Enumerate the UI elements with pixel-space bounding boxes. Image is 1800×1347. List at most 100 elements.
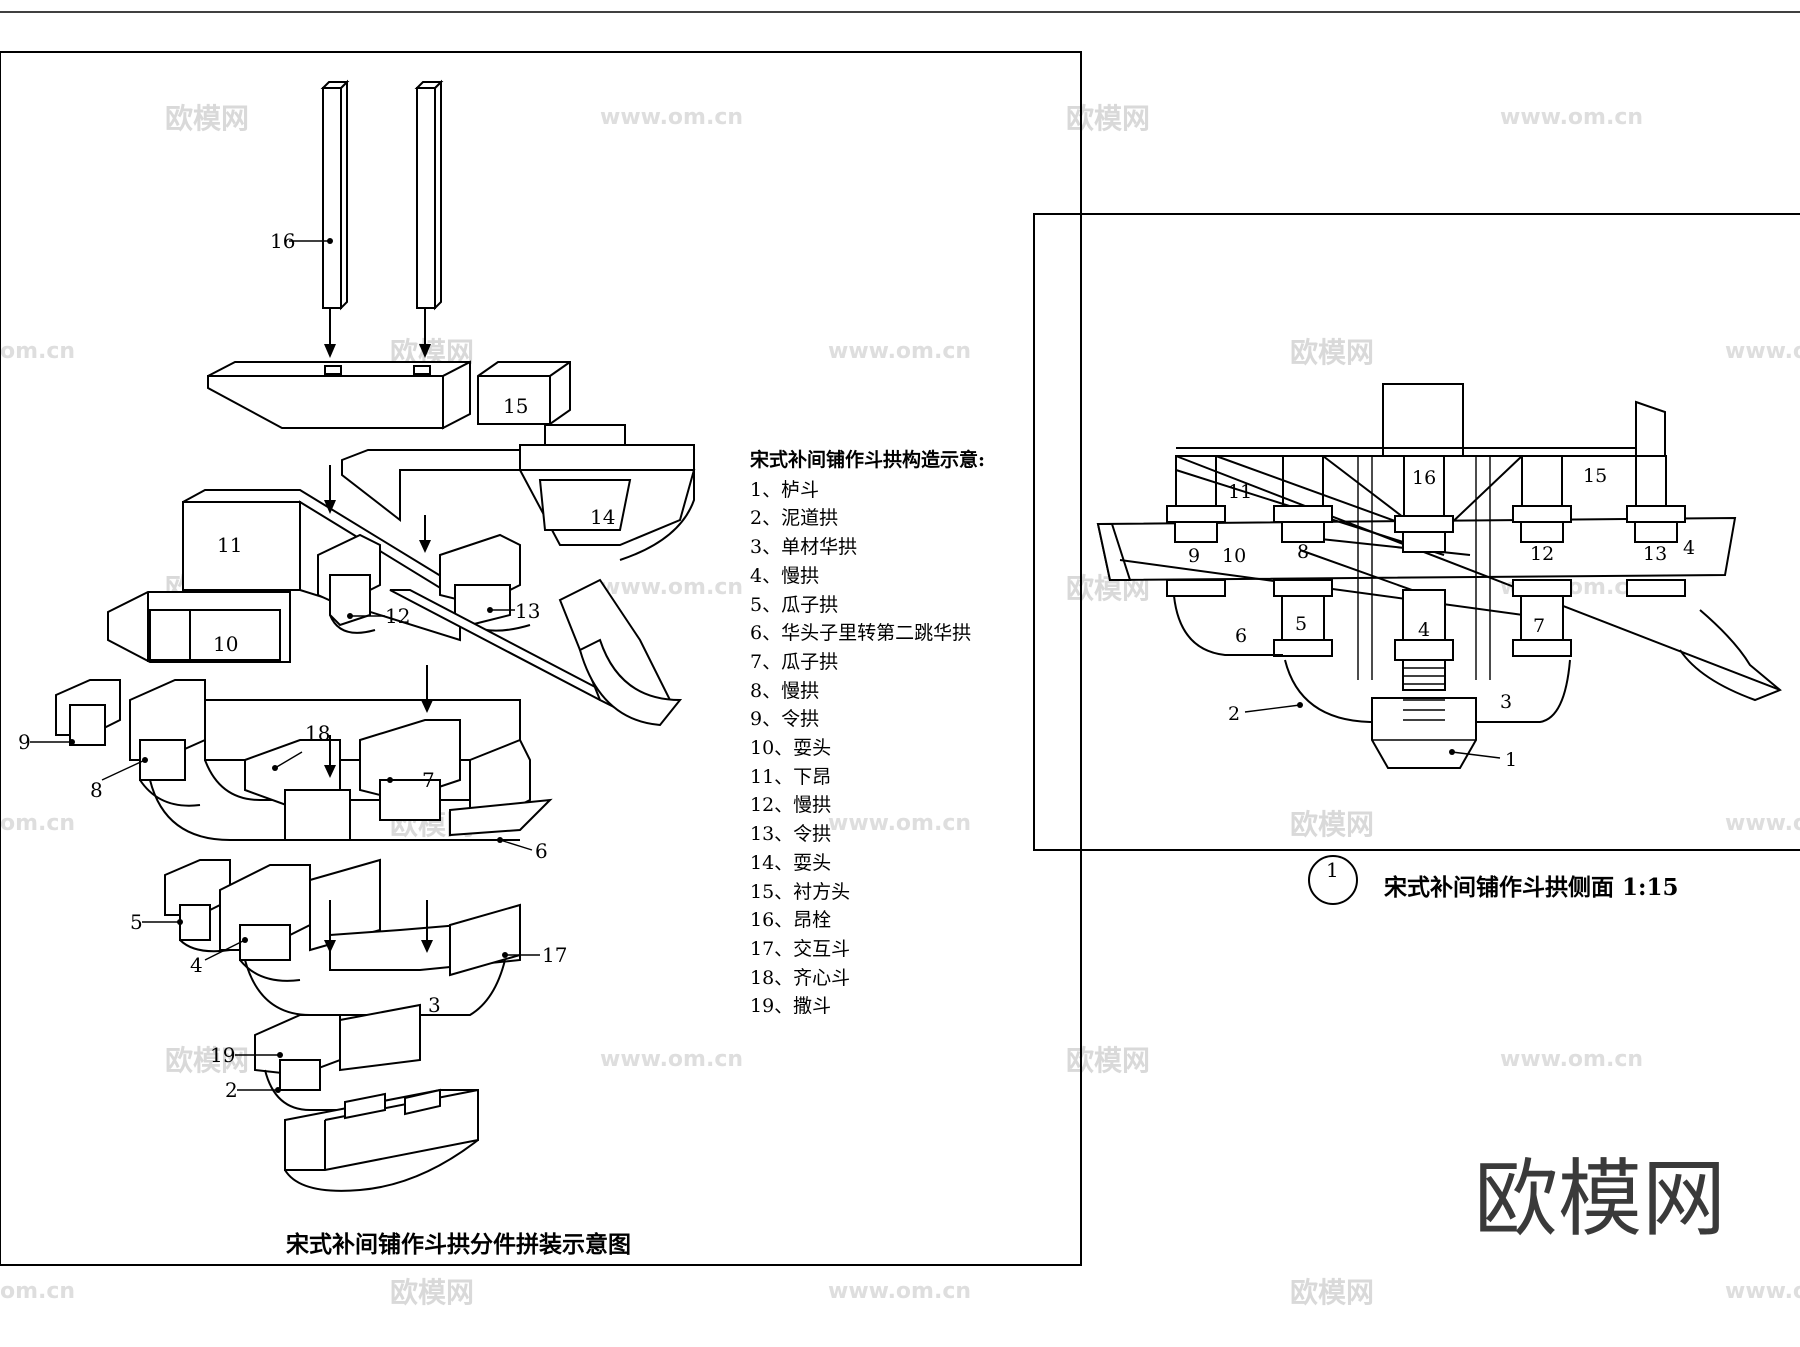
part-13-bracket: [419, 515, 531, 632]
side-callout-1: 1: [1505, 749, 1517, 771]
exploded-frame: [0, 51, 1082, 1266]
exploded-assembly-drawing: 16 15 11 14 12 13 10 9 8 18 7 6 5 4 17 3: [18, 79, 696, 1192]
legend-item: 13、令拱: [750, 823, 832, 846]
side-callout-4a: 4: [1683, 537, 1695, 559]
callout-14: 14: [590, 505, 615, 529]
callout-19: 19: [210, 1043, 235, 1067]
callout-9: 9: [18, 730, 31, 754]
side-title: 宋式补间铺作斗拱侧面 1:15: [1384, 874, 1679, 901]
watermark: 欧模网: [390, 1276, 474, 1309]
watermark: www.om.cn: [828, 811, 971, 836]
brand-logo-text: 欧模网: [1474, 1150, 1726, 1248]
callout-12: 12: [385, 604, 410, 628]
side-callout-9: 9: [1188, 545, 1200, 567]
legend-item: 15、衬方头: [750, 880, 851, 903]
section-marker-number: 1: [1326, 858, 1339, 882]
side-callout-11: 11: [1228, 481, 1252, 503]
watermark: www.om.cn: [1725, 339, 1800, 364]
watermark: 欧模网: [165, 1044, 249, 1077]
watermark: www.om.cn: [1725, 1279, 1800, 1304]
side-callout-10: 10: [1222, 545, 1246, 567]
watermark: om.cn: [0, 811, 75, 836]
side-frame: [1033, 213, 1800, 851]
callout-16: 16: [270, 229, 295, 253]
legend-item: 1、栌斗: [750, 478, 820, 501]
watermark: www.om.cn: [828, 1279, 971, 1304]
part-18-7-level: [149, 665, 553, 841]
legend-item: 5、瓜子拱: [750, 593, 839, 616]
watermark: om.cn: [0, 339, 75, 364]
side-callout-3: 3: [1500, 691, 1512, 713]
watermark: www.om.cn: [1500, 105, 1643, 130]
side-callout-12: 12: [1530, 543, 1554, 565]
side-callout-7: 7: [1533, 615, 1545, 637]
watermark: 欧模网: [1290, 808, 1374, 841]
callout-2: 2: [225, 1078, 238, 1102]
callout-5: 5: [130, 910, 143, 934]
callout-13: 13: [515, 599, 540, 623]
watermark: www.om.cn: [600, 575, 743, 600]
legend-item: 10、耍头: [750, 737, 832, 760]
legend-item: 18、齐心斗: [750, 966, 851, 989]
legend-item: 11、下昂: [750, 765, 832, 788]
part-19-2-level: [254, 1003, 421, 1111]
callout-15: 15: [503, 394, 528, 418]
side-callout-4: 4: [1418, 619, 1430, 641]
part-long-arm: [389, 578, 683, 727]
watermark: 欧模网: [1066, 1044, 1150, 1077]
watermark: 欧模网: [1066, 102, 1150, 135]
callout-3: 3: [428, 993, 441, 1017]
section-marker-circle: [1308, 855, 1358, 905]
legend-item: 16、昂栓: [750, 909, 832, 932]
side-callout-5: 5: [1295, 613, 1307, 635]
watermark: www.om.cn: [1500, 1047, 1643, 1072]
side-callout-8: 8: [1297, 541, 1309, 563]
part-12-bracket: [317, 533, 381, 634]
part-10-block: [107, 591, 291, 663]
part-15-block: [207, 360, 571, 430]
callout-7: 7: [422, 768, 435, 792]
side-callout-13: 13: [1643, 543, 1667, 565]
callout-4: 4: [190, 953, 203, 977]
side-elevation-drawing: 16 15 11 9 10 8 12 13 4 6 5 4 7 2 3 1: [1096, 383, 1782, 771]
part-16-pins: [320, 79, 444, 358]
legend-item: 12、慢拱: [750, 794, 832, 817]
side-callout-2: 2: [1228, 703, 1240, 725]
legend-item: 6、华头子里转第二跳华拱: [750, 622, 972, 645]
legend-item: 4、慢拱: [750, 564, 820, 587]
part-14-stack: [341, 424, 696, 561]
part-1-base: [284, 1088, 479, 1192]
exploded-title: 宋式补间铺作斗拱分件拼装示意图: [286, 1231, 631, 1258]
watermark: www.om.cn: [600, 1047, 743, 1072]
legend-heading: 宋式补间铺作斗拱构造示意:: [750, 449, 986, 471]
side-callout-16: 16: [1412, 467, 1436, 489]
callout-10: 10: [213, 632, 238, 656]
legend-item: 2、泥道拱: [750, 507, 839, 530]
callout-6: 6: [535, 839, 548, 863]
legend-item: 17、交互斗: [750, 937, 851, 960]
callout-17: 17: [542, 943, 567, 967]
legend-item: 7、瓜子拱: [750, 650, 839, 673]
legend-item: 9、令拱: [750, 708, 820, 731]
part-5-4-17-level: [164, 858, 521, 1016]
exploded-callouts: 16 15 11 14 12 13 10 9 8 18 7 6 5 4 17 3: [18, 229, 615, 1102]
watermark: 欧模网: [1290, 1276, 1374, 1309]
legend-item: 19、撒斗: [750, 995, 832, 1018]
watermark: 欧模网: [1290, 336, 1374, 369]
side-callout-15: 15: [1583, 465, 1607, 487]
callout-18: 18: [305, 721, 330, 745]
legend-item: 14、耍头: [750, 851, 832, 874]
side-callouts: 16 15 11 9 10 8 12 13 4 6 5 4 7 2 3 1: [1188, 465, 1695, 771]
side-callout-6: 6: [1235, 625, 1247, 647]
side-bracket-stacks: [1166, 505, 1686, 691]
watermark: www.om.cn: [828, 339, 971, 364]
watermark: om.cn: [0, 1279, 75, 1304]
callout-11: 11: [217, 533, 242, 557]
legend-panel: 宋式补间铺作斗拱构造示意: 1、栌斗 2、泥道拱 3、单材华拱 4、慢拱 5、瓜…: [750, 446, 1010, 1021]
legend-item: 8、慢拱: [750, 679, 820, 702]
watermark: www.om.cn: [1725, 811, 1800, 836]
legend-item: 3、单材华拱: [750, 536, 858, 559]
callout-8: 8: [90, 778, 103, 802]
watermark: www.om.cn: [600, 105, 743, 130]
